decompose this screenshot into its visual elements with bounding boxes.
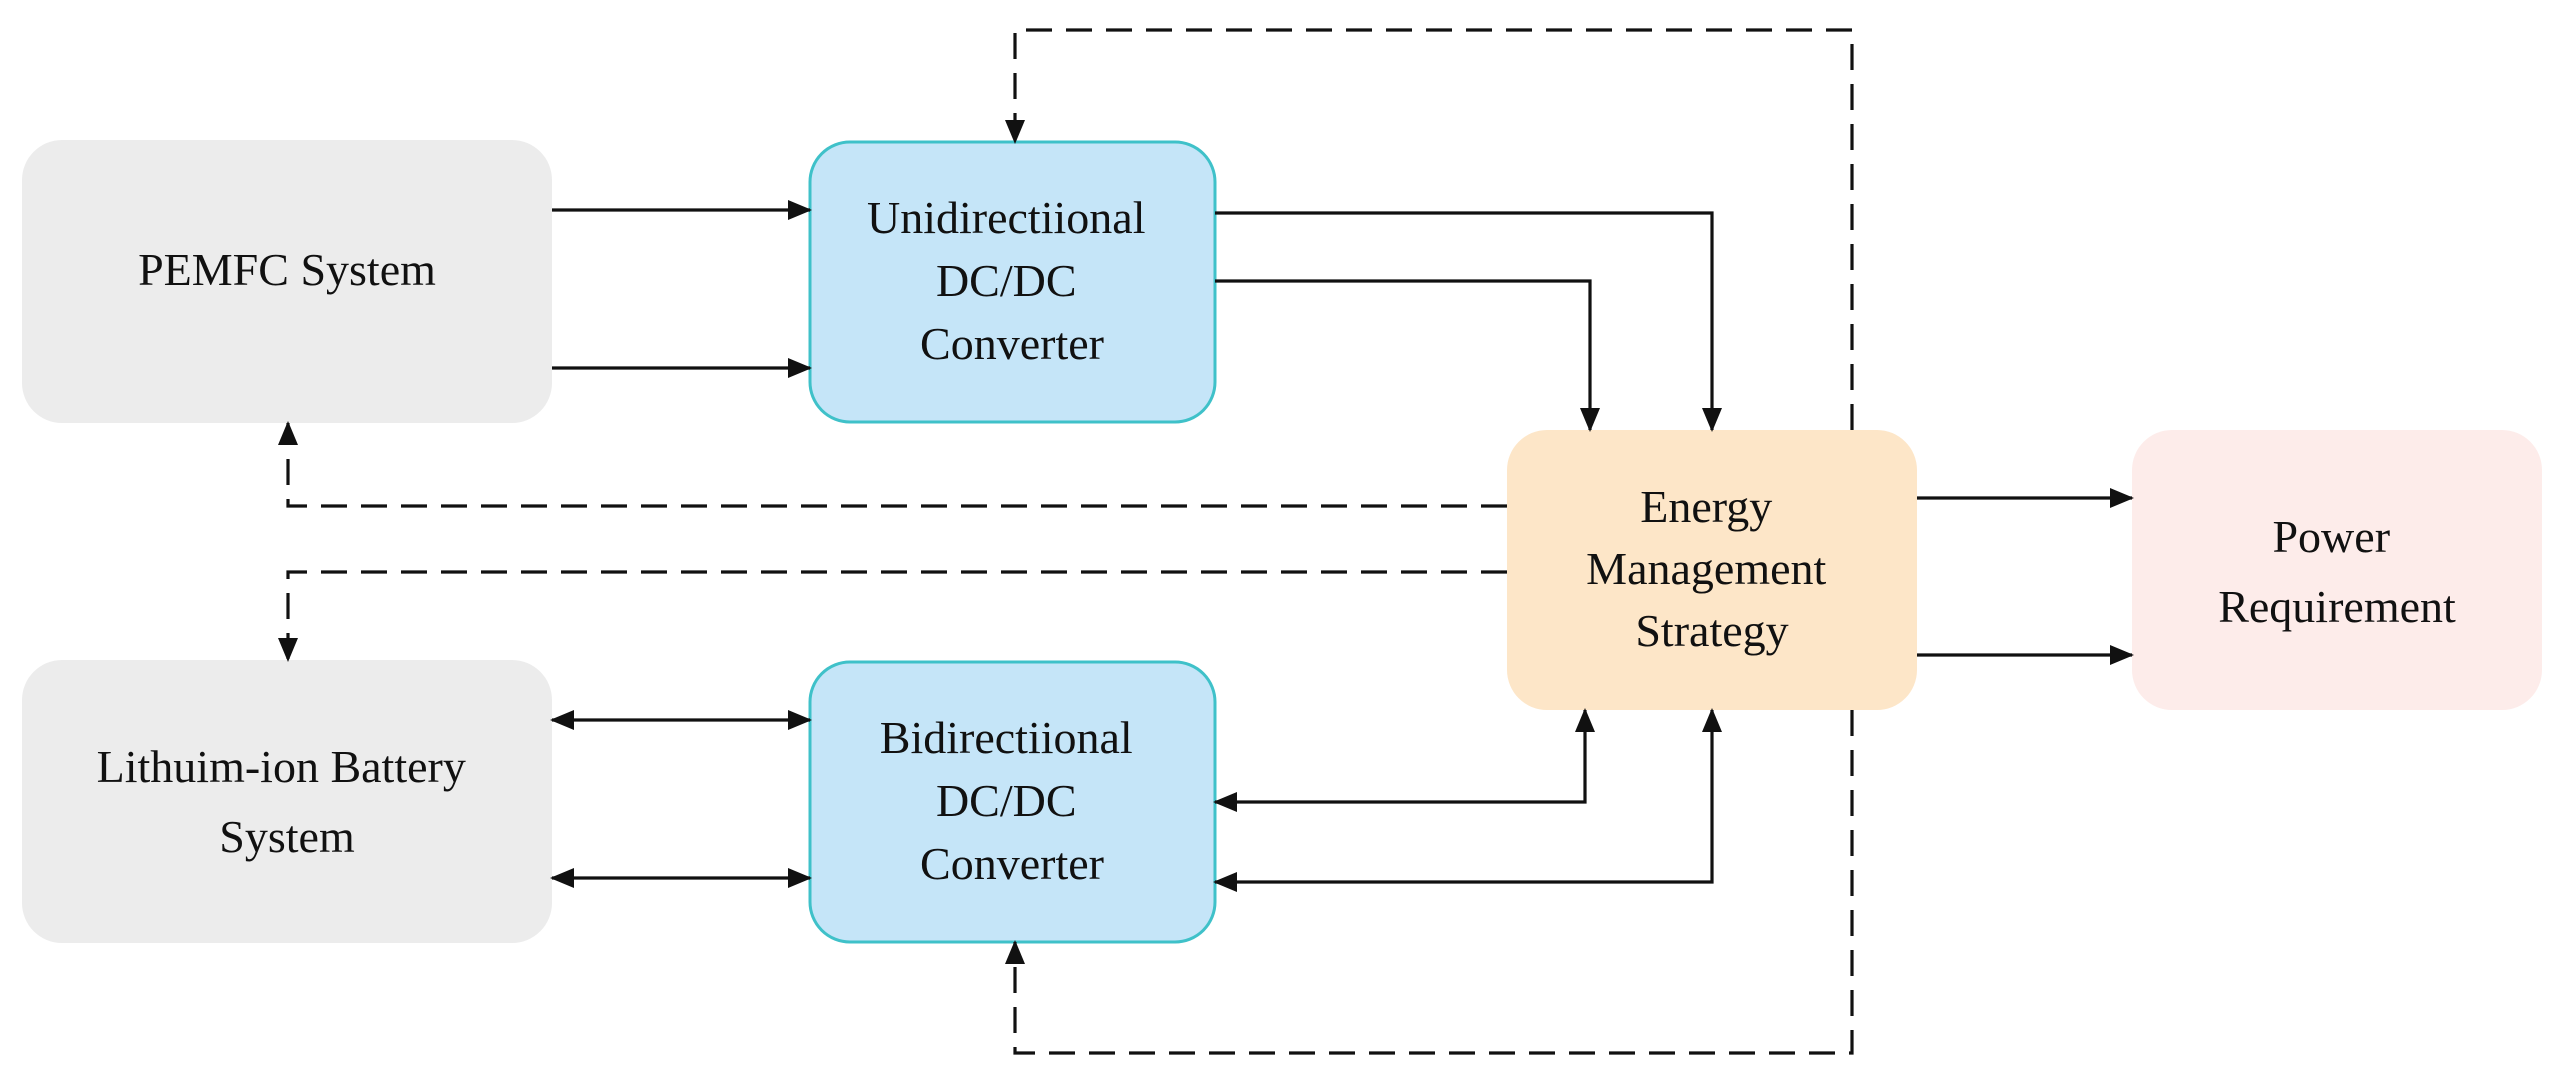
uni-to-ems-outer-arrow bbox=[1215, 211, 1722, 432]
bidirectional-converter-label-line-1: Bidirectiional bbox=[880, 712, 1133, 763]
energy-management-strategy-box bbox=[1507, 430, 1917, 710]
power-requirement-label-line-2: Requirement bbox=[2218, 581, 2456, 632]
energy-management-strategy-block: Energy Management Strategy bbox=[1507, 430, 1917, 710]
pemfc-system-box bbox=[22, 140, 552, 423]
unidirectional-converter-block: Unidirectiional DC/DC Converter bbox=[808, 140, 1217, 424]
unidirectional-converter-label-line-3: Converter bbox=[920, 318, 1104, 369]
power-requirement-label: Power Requirement bbox=[2218, 511, 2456, 632]
ems-control-bi-arrow bbox=[1005, 710, 1854, 1055]
ems-control-uni-arrow bbox=[1005, 28, 1854, 430]
battery-system-box bbox=[22, 660, 552, 943]
bidirectional-converter-label: Bidirectiional DC/DC Converter bbox=[880, 712, 1144, 889]
ems-bi-inner-arrow bbox=[1213, 708, 1595, 812]
battery-system-label: Lithuim-ion Battery System bbox=[97, 741, 478, 862]
uni-to-ems-inner-arrow bbox=[1215, 279, 1600, 432]
pemfc-system-block: PEMFC System bbox=[22, 140, 552, 423]
power-requirement-label-line-1: Power bbox=[2272, 511, 2390, 562]
ems-bi-outer-arrow bbox=[1213, 708, 1722, 892]
power-requirement-block: Power Requirement bbox=[2132, 430, 2542, 710]
battery-system-label-line-2: System bbox=[219, 811, 355, 862]
ems-control-pemfc-arrow bbox=[278, 421, 1507, 508]
power-requirement-box bbox=[2132, 430, 2542, 710]
unidirectional-converter-label-line-2: DC/DC bbox=[936, 255, 1077, 306]
energy-management-strategy-label: Energy Management Strategy bbox=[1586, 481, 1838, 656]
unidirectional-converter-label-line-1: Unidirectiional bbox=[867, 192, 1145, 243]
battery-system-label-line-1: Lithuim-ion Battery bbox=[97, 741, 466, 792]
battery-system-block: Lithuim-ion Battery System bbox=[22, 660, 552, 943]
bidirectional-converter-label-line-2: DC/DC bbox=[936, 775, 1077, 826]
pemfc-system-label: PEMFC System bbox=[138, 244, 436, 295]
bidirectional-converter-block: Bidirectiional DC/DC Converter bbox=[808, 660, 1217, 944]
bidirectional-converter-label-line-3: Converter bbox=[920, 838, 1104, 889]
energy-management-strategy-label-line-1: Energy bbox=[1640, 481, 1772, 532]
ems-control-battery-arrow bbox=[278, 570, 1507, 662]
pemfc-system-label-line: PEMFC System bbox=[138, 244, 436, 295]
energy-management-strategy-label-line-2: Management bbox=[1586, 543, 1826, 594]
energy-management-strategy-label-line-3: Strategy bbox=[1635, 605, 1788, 656]
unidirectional-converter-label: Unidirectiional DC/DC Converter bbox=[867, 192, 1157, 369]
